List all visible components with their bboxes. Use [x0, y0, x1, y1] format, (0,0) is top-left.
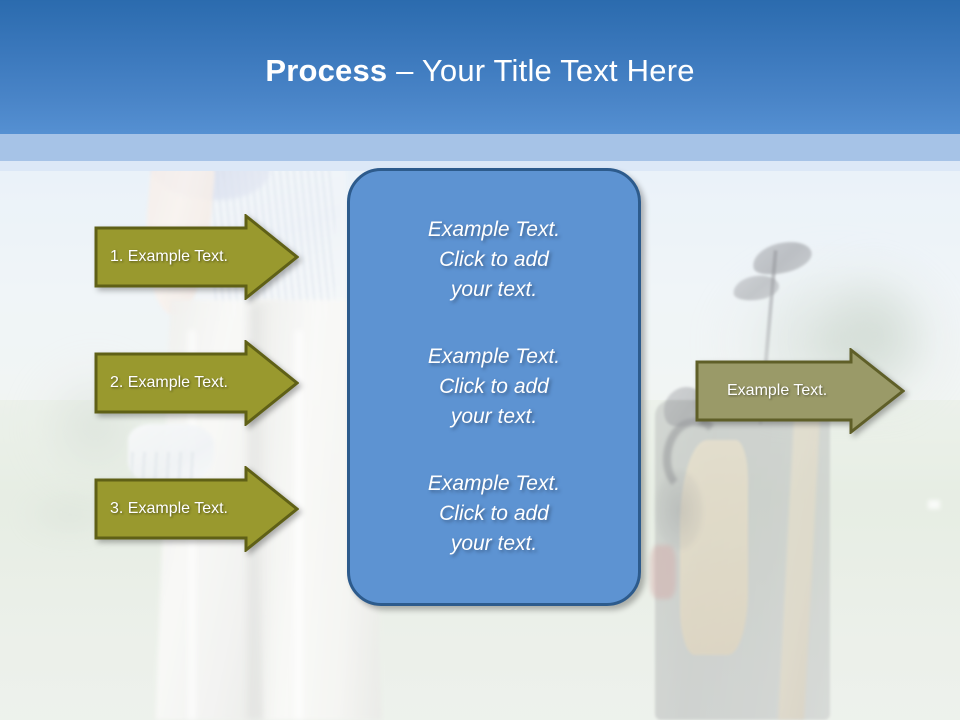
- left-arrow-1-label: 1. Example Text.: [110, 248, 228, 265]
- right-arrow-icon: [94, 214, 299, 300]
- right-arrow-1-label: Example Text.: [727, 382, 828, 399]
- left-arrow-1[interactable]: 1. Example Text.: [94, 214, 299, 300]
- right-arrow-icon: [94, 466, 299, 552]
- center-text-block-3-line-1: Example Text.: [427, 471, 561, 495]
- page-title-bold: Process: [265, 53, 388, 88]
- center-content-box[interactable]: Example Text. Click to add your text. Ex…: [347, 168, 641, 606]
- title-band-stripe-pale: [0, 161, 960, 171]
- golf-bag-red-accent: [650, 545, 676, 599]
- center-text-block-3[interactable]: Example Text. Click to add your text.: [368, 469, 620, 559]
- left-arrow-3-label: 3. Example Text.: [110, 500, 228, 517]
- center-text-block-1-line-3: your text.: [450, 278, 538, 302]
- right-arrow-icon: [695, 348, 905, 434]
- left-arrow-2[interactable]: 2. Example Text.: [94, 340, 299, 426]
- center-text-block-2[interactable]: Example Text. Click to add your text.: [368, 342, 620, 432]
- center-text-block-1[interactable]: Example Text. Click to add your text.: [368, 215, 620, 305]
- left-arrow-3[interactable]: 3. Example Text.: [94, 466, 299, 552]
- center-text-block-2-line-1: Example Text.: [427, 344, 561, 368]
- center-text-block-1-line-1: Example Text.: [427, 218, 561, 242]
- right-arrow-1[interactable]: Example Text.: [695, 348, 905, 434]
- distant-flag: [928, 500, 940, 509]
- golf-bag-handle: [663, 418, 721, 494]
- page-title: Process – Your Title Text Here: [0, 52, 960, 90]
- golfer-trouser-fold-2: [292, 330, 306, 720]
- center-text-block-2-line-3: your text.: [450, 404, 538, 428]
- title-band-stripe-mid: [0, 134, 960, 161]
- page-title-rest: – Your Title Text Here: [387, 53, 695, 88]
- center-text-block-3-line-2: Click to add: [439, 501, 549, 525]
- center-text-block-3-line-3: your text.: [450, 531, 538, 555]
- center-text-block-1-line-2: Click to add: [439, 248, 549, 272]
- left-arrow-2-label: 2. Example Text.: [110, 374, 228, 391]
- right-arrow-icon: [94, 340, 299, 426]
- title-band: [0, 0, 960, 134]
- center-text-block-2-line-2: Click to add: [439, 374, 549, 398]
